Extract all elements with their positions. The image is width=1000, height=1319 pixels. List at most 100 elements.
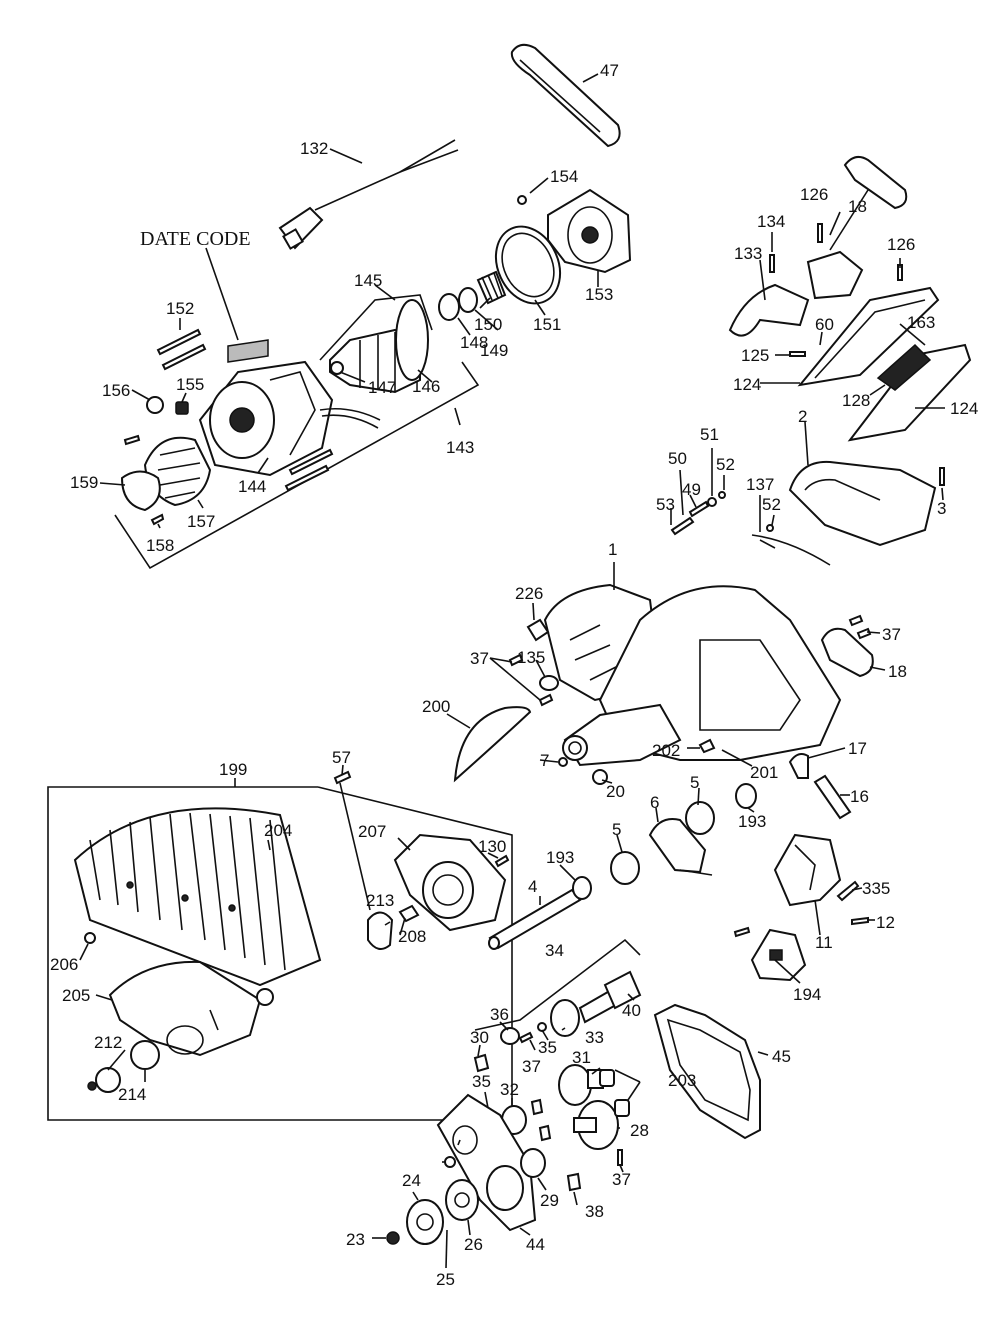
pin-208 bbox=[398, 904, 420, 923]
part-label-52: 52 bbox=[762, 495, 781, 514]
part-label-35: 35 bbox=[538, 1038, 557, 1057]
spindle-33 bbox=[550, 999, 580, 1037]
part-label-24: 24 bbox=[402, 1171, 421, 1190]
end-cap-157 bbox=[143, 436, 212, 507]
part-label-149: 149 bbox=[480, 341, 508, 360]
part-label-147: 147 bbox=[368, 378, 396, 397]
switch-18 bbox=[806, 250, 864, 300]
screws-152 bbox=[156, 328, 207, 371]
screw-335 bbox=[836, 880, 860, 902]
part-label-1: 1 bbox=[608, 540, 617, 559]
bushing-193-b bbox=[572, 876, 592, 900]
part-label-207: 207 bbox=[358, 822, 386, 841]
spring-137 bbox=[751, 534, 831, 566]
brush-155 bbox=[175, 401, 189, 415]
screw-194 bbox=[733, 926, 751, 938]
screw-a bbox=[530, 1098, 544, 1116]
screw-57 bbox=[333, 770, 352, 785]
bracket-194 bbox=[750, 928, 807, 982]
washer-36 bbox=[500, 1027, 520, 1045]
date-code-label: DATE CODE bbox=[140, 228, 251, 250]
part-label-35: 35 bbox=[472, 1072, 491, 1091]
screw-b bbox=[538, 1124, 552, 1142]
part-label-17: 17 bbox=[848, 739, 867, 758]
handle-half-124-a bbox=[797, 286, 940, 387]
gear-150 bbox=[476, 270, 507, 305]
part-label-5: 5 bbox=[612, 820, 621, 839]
screw-3-b bbox=[444, 1156, 456, 1168]
cover-159 bbox=[120, 470, 161, 512]
clip-226 bbox=[526, 618, 550, 642]
screw-130 bbox=[494, 854, 510, 868]
part-label-155: 155 bbox=[176, 375, 204, 394]
plate-200 bbox=[453, 706, 532, 783]
part-label-37: 37 bbox=[612, 1170, 631, 1189]
guard-2 bbox=[788, 460, 937, 547]
leader-lines bbox=[79, 73, 945, 1269]
part-label-53: 53 bbox=[656, 495, 675, 514]
part-label-125: 125 bbox=[741, 346, 769, 365]
nut-20 bbox=[592, 769, 608, 785]
part-label-6: 6 bbox=[650, 793, 659, 812]
part-label-30: 30 bbox=[470, 1028, 489, 1047]
ring-near-204 bbox=[256, 988, 274, 1006]
part-label-137: 137 bbox=[746, 475, 774, 494]
part-label-163: 163 bbox=[907, 313, 935, 332]
part-label-52: 52 bbox=[716, 455, 735, 474]
part-label-154: 154 bbox=[550, 167, 578, 186]
main-housing-1 bbox=[543, 583, 842, 767]
lower-guard-group bbox=[47, 770, 513, 1121]
pin-30 bbox=[473, 1053, 490, 1073]
part-label-7: 7 bbox=[540, 751, 549, 770]
guard-205 bbox=[108, 960, 262, 1057]
part-label-193: 193 bbox=[546, 848, 574, 867]
part-label-156: 156 bbox=[102, 381, 130, 400]
part-label-34: 34 bbox=[545, 941, 564, 960]
part-label-124: 124 bbox=[950, 399, 978, 418]
date-code-tag bbox=[227, 339, 269, 363]
part-label-5: 5 bbox=[690, 773, 699, 792]
screw-37-c bbox=[848, 614, 864, 627]
screw-12 bbox=[851, 916, 869, 926]
part-label-226: 226 bbox=[515, 584, 543, 603]
screw-37-d bbox=[856, 627, 872, 640]
part-label-199: 199 bbox=[219, 760, 247, 779]
gear-40 bbox=[578, 970, 642, 1024]
part-label-28: 28 bbox=[630, 1121, 649, 1140]
part-label-16: 16 bbox=[850, 787, 869, 806]
part-label-148: 148 bbox=[460, 333, 488, 352]
screw-37-f bbox=[617, 1149, 623, 1166]
part-label-36: 36 bbox=[490, 1005, 509, 1024]
switch-board-128 bbox=[876, 343, 932, 391]
part-label-134: 134 bbox=[757, 212, 785, 231]
bearing-29 bbox=[520, 1148, 546, 1178]
spring-213 bbox=[367, 911, 394, 950]
part-label-38: 38 bbox=[585, 1202, 604, 1221]
part-label-40: 40 bbox=[622, 1001, 641, 1020]
screw-134 bbox=[769, 254, 775, 273]
part-label-33: 33 bbox=[585, 1028, 604, 1047]
clip-135 bbox=[539, 675, 559, 691]
part-label-193: 193 bbox=[738, 812, 766, 831]
bearing-203-a bbox=[599, 1069, 615, 1087]
gear-28 bbox=[573, 1100, 619, 1150]
gear-housing-153 bbox=[547, 188, 632, 274]
screws-motor bbox=[123, 434, 334, 492]
part-label-25: 25 bbox=[436, 1270, 455, 1289]
motor-assembly bbox=[114, 139, 632, 570]
guard-group-bracket bbox=[47, 786, 513, 1121]
part-label-11: 11 bbox=[815, 933, 833, 952]
part-label-132: 132 bbox=[300, 139, 328, 158]
handle-18-right bbox=[820, 627, 874, 678]
part-label-18: 18 bbox=[888, 662, 907, 681]
plate-44 bbox=[436, 1093, 537, 1232]
bushing-214 bbox=[130, 1040, 160, 1070]
gasket-45 bbox=[653, 1003, 761, 1140]
washer-149 bbox=[458, 287, 478, 313]
part-label-57: 57 bbox=[332, 748, 351, 767]
part-label-31: 31 bbox=[572, 1048, 591, 1067]
power-cord bbox=[278, 139, 459, 250]
screw-7 bbox=[558, 757, 568, 767]
part-label-208: 208 bbox=[398, 927, 426, 946]
